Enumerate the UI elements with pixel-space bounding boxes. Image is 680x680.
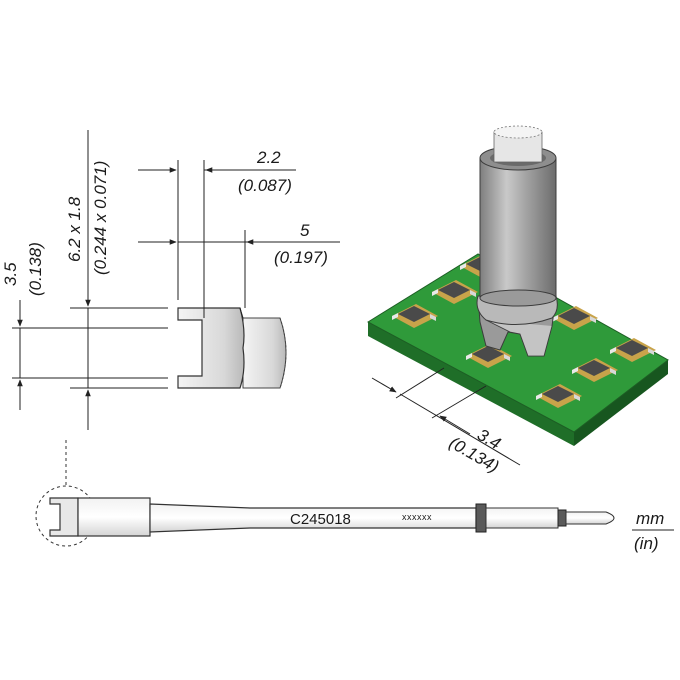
pcb-side-left [368,322,574,446]
smd-chip [536,384,582,408]
smd-chip [610,338,656,362]
tip-3d [476,125,558,357]
dim-tip-length-mm: 5 [300,221,310,240]
units-primary: mm [636,509,664,528]
smd-chip [552,306,598,330]
dim-slot-width: 2.2 (0.087) [138,148,296,318]
dim-tip-length-in: (0.197) [274,248,328,267]
smd-chip [392,304,438,328]
pcb-side-right [574,360,668,446]
smd-chip [432,280,478,304]
dim-tip-section-mm: 6.2 x 1.8 [65,196,84,262]
units-secondary: (in) [634,534,659,553]
smd-chip [572,358,618,382]
serial-marking: xxxxxx [402,512,432,522]
dim-slot-width-mm: 2.2 [256,148,281,167]
dim-slot-width-in: (0.087) [238,176,292,195]
dim-tip-height-in: (0.138) [26,242,45,296]
dim-tip-height: 3.5 (0.138) [1,242,168,410]
part-number: C245018 [290,511,351,528]
dim-tip-height-mm: 3.5 [1,262,20,286]
tip-body-right [242,317,287,389]
tip-cylinder [479,157,557,299]
units-legend: mm (in) [632,509,674,553]
dim-tip-length: 5 (0.197) [138,221,340,308]
tip-fork [177,307,245,389]
dim-tip-section: 6.2 x 1.8 (0.244 x 0.071) [65,130,168,430]
tip-full-view: C245018 xxxxxx [35,440,615,547]
pcb-top [366,253,669,433]
dim-tip-section-in: (0.244 x 0.071) [91,161,110,275]
pcb-assembly: 3.4 (0.134) [366,125,669,476]
tip-front-view [177,307,287,389]
